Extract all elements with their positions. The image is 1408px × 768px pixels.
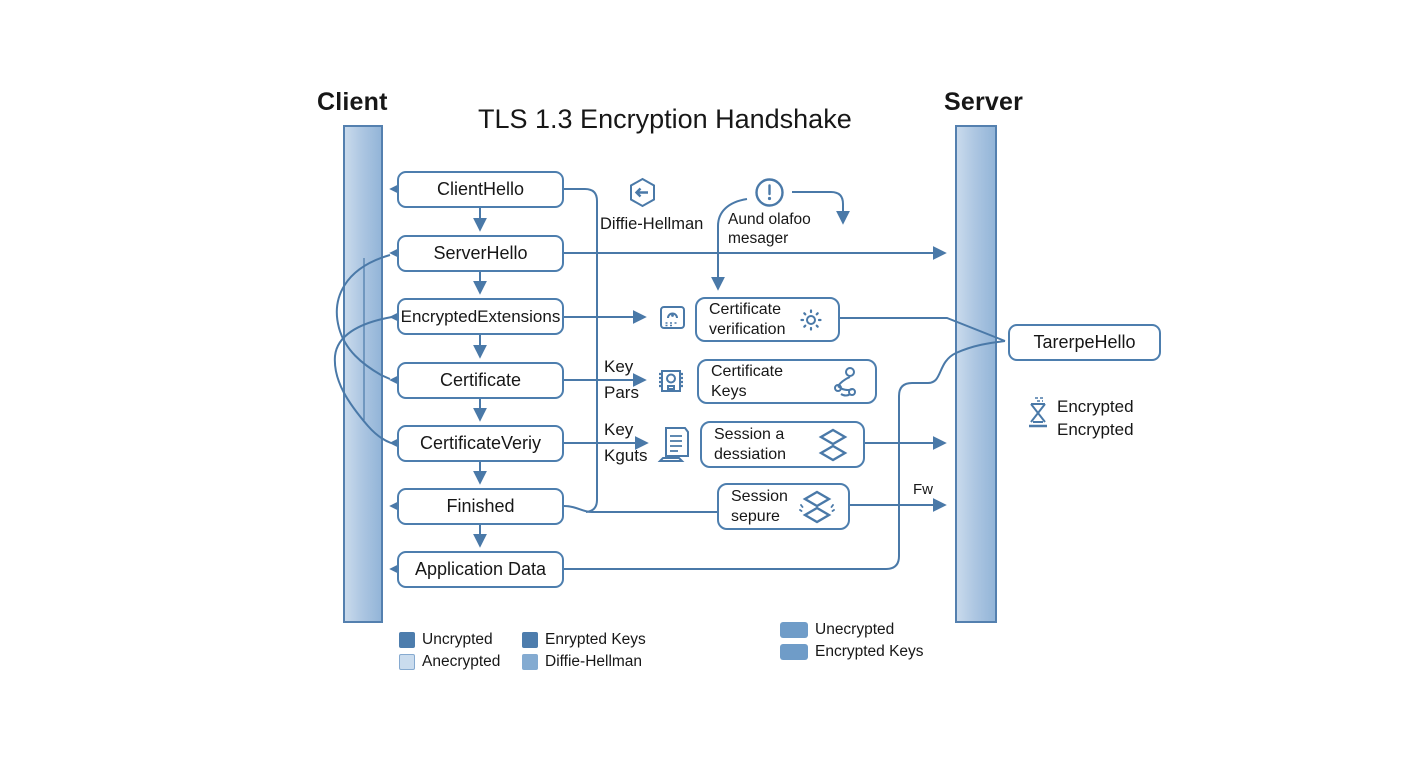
msgbox-label: ClientHello: [436, 179, 525, 199]
msgbox-tarerpehello: TarerpeHello: [1008, 324, 1161, 361]
legend-swatch: [399, 632, 415, 648]
client-lifeline-bar: [343, 125, 383, 623]
msgbox-label: Finished: [446, 496, 515, 516]
msgbox-label: TarerpeHello: [1033, 332, 1136, 352]
certificate-card-icon: [657, 302, 688, 333]
alert-note-line2: mesager: [728, 230, 789, 247]
msgbox-label: CertificateVeriy: [419, 433, 542, 453]
crossed-flask-icon: [1023, 396, 1053, 434]
legend-swatch: [399, 654, 415, 670]
id-badge-icon: [654, 364, 688, 398]
msgbox-finished: Finished: [397, 488, 564, 525]
server-lifeline-bar: [955, 125, 997, 623]
layers-diamond-icon: [815, 426, 851, 464]
hexagon-arrow-icon: [626, 176, 659, 209]
alert-circle-icon: [754, 177, 785, 208]
legend-item-anecrypted: Anecrypted: [399, 653, 500, 671]
document-icon: [657, 424, 695, 464]
procbox-session-sepure: Session sepure: [717, 483, 850, 530]
diffie-hellman-label: Diffie-Hellman: [600, 215, 704, 233]
key-pars-label: Key Pars: [604, 357, 639, 402]
legend-swatch: [780, 622, 808, 638]
legend-item-uncrypted: Uncrypted: [399, 631, 493, 649]
legend-swatch: [522, 632, 538, 648]
procbox-text: Certificate Keys: [711, 362, 784, 400]
legend-swatch: [780, 644, 808, 660]
procbox-text: Certificate verification: [709, 300, 786, 338]
legend-item-encrypted-keys: Encrypted Keys: [780, 643, 924, 661]
page-title: TLS 1.3 Encryption Handshake: [478, 104, 852, 134]
person-icon: [829, 364, 863, 400]
client-label: Client: [317, 88, 388, 116]
alert-note: Aund olafoo mesager: [728, 210, 811, 248]
procbox-session-dessiation: Session a dessiation: [700, 421, 865, 468]
legend-item-enrypted-keys: Enrypted Keys: [522, 631, 646, 649]
encrypted-note: Encrypted Encrypted: [1057, 397, 1134, 439]
msgbox-label: ServerHello: [433, 243, 528, 263]
legend-swatch: [522, 654, 538, 670]
msgbox-certificate: Certificate: [397, 362, 564, 399]
server-label: Server: [944, 88, 1024, 116]
msgbox-clienthello: ClientHello: [397, 171, 564, 208]
msgbox-applicationdata: Application Data: [397, 551, 564, 588]
msgbox-label: EncryptedExtensions: [400, 306, 561, 326]
fw-label: Fw: [913, 481, 933, 498]
legend-item-unecrypted: Unecrypted: [780, 621, 894, 639]
procbox-text: Session sepure: [731, 487, 788, 525]
sun-sparkle-icon: [796, 305, 826, 335]
msgbox-label: Certificate: [439, 370, 522, 390]
procbox-text: Session a dessiation: [714, 425, 787, 463]
procbox-cert-keys: Certificate Keys: [697, 359, 877, 404]
msgbox-serverhello: ServerHello: [397, 235, 564, 272]
msgbox-certificateverify: CertificateVeriy: [397, 425, 564, 462]
layers-sync-icon: [798, 488, 836, 526]
legend-item-diffie-hellman: Diffie-Hellman: [522, 653, 642, 671]
key-kguts-label: Key Kguts: [604, 420, 648, 465]
msgbox-encryptedextensions: EncryptedExtensions: [397, 298, 564, 335]
msgbox-label: Application Data: [414, 559, 547, 579]
procbox-cert-verification: Certificate verification: [695, 297, 840, 342]
alert-note-line1: Aund olafoo: [728, 211, 811, 228]
